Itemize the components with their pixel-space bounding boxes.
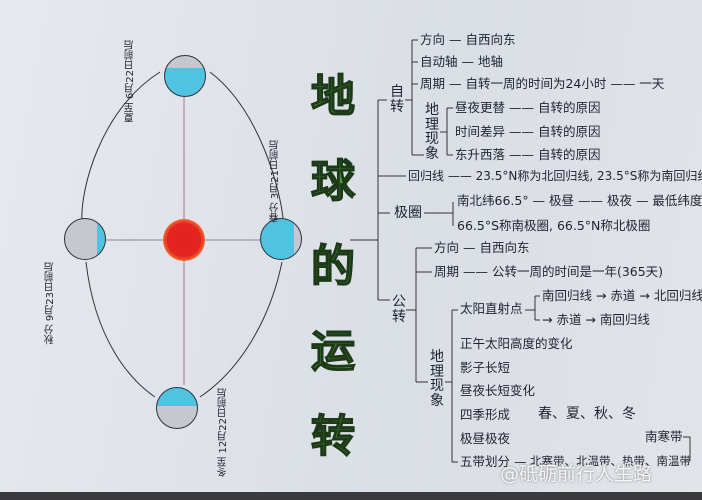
- revolution-phenomena-label: 地理现象: [430, 349, 444, 410]
- tropics-text: —— 23.5°N称为北回归线, 23.5°S称为南回归线.: [447, 169, 702, 183]
- winter-label: 冬至 12月22日前后: [218, 388, 230, 477]
- revolution-label: 公转: [392, 294, 406, 325]
- earth-winter-solstice: [156, 387, 198, 429]
- autumn-label: 秋分 9月23日前后: [45, 262, 57, 344]
- spring-date: 3月21日前后: [270, 140, 281, 200]
- seasons-text: 春、夏、秋、冬: [538, 406, 636, 422]
- revolution-phenomenon: 影子长短: [460, 360, 511, 375]
- spring-label: 春分 3月21日前后: [270, 140, 282, 222]
- revolution-phenomenon: 五带划分 —: [460, 454, 527, 469]
- revolution-phenomenon: 正午太阳高度的变化: [460, 336, 573, 351]
- rotation-item: 周期 — 自转一周的时间为24小时 —— 一天: [420, 76, 665, 91]
- revolution-phenomenon: 昼夜长短变化: [460, 383, 536, 398]
- revolution-phenomenon: 四季形成: [460, 407, 511, 422]
- summer-name: 夏至: [125, 102, 136, 123]
- orbit-path: [81, 71, 161, 223]
- zone-last: 南寒带: [645, 429, 683, 444]
- bottom-edge: [0, 492, 702, 500]
- earth-summer-solstice: [164, 55, 206, 97]
- rotation-item: 方向 — 自西向东: [420, 32, 516, 47]
- autumn-date: 9月23日前后: [45, 262, 56, 322]
- rotation-phenomenon: 时间差异 —— 自转的原因: [455, 124, 601, 139]
- rotation-label: 自转: [390, 84, 404, 115]
- summer-label: 夏至 6月22日前后: [125, 40, 137, 122]
- revolution-item: 周期 —— 公转一周的时间是一年(365天): [434, 264, 664, 279]
- revolution-item: 方向 — 自西向东: [434, 240, 530, 255]
- spring-name: 春分: [270, 202, 281, 223]
- autumn-name: 秋分: [45, 324, 56, 345]
- watermark: @砥砺前行人生路: [500, 463, 653, 485]
- page-title: 地球的运转: [310, 70, 356, 462]
- polar-item: 66.5°S称南极圈, 66.5°N称北极圈: [457, 218, 651, 233]
- revolution-phenomenon: 极昼极夜: [460, 431, 511, 446]
- rotation-phenomenon: 昼夜更替 —— 自转的原因: [455, 100, 601, 115]
- direct-point-label: 太阳直射点: [460, 301, 523, 316]
- summer-date: 6月22日前后: [125, 40, 136, 100]
- rotation-phenomenon: 东升西落 —— 自转的原因: [455, 147, 601, 162]
- earth-spring-equinox: [260, 218, 302, 260]
- tropics-label: 回归线: [408, 169, 445, 183]
- direct-path: → 赤道 → 南回归线: [542, 312, 650, 327]
- polar-label: 极圈: [394, 205, 422, 221]
- winter-date: 12月22日前后: [218, 388, 229, 454]
- rotation-item: 自动轴 — 地轴: [420, 54, 503, 69]
- zones-text: 北寒带、北温带、热带、南温带: [530, 454, 691, 468]
- direct-path: 南回归线 → 赤道 → 北回归线 →: [542, 288, 702, 303]
- earth-autumn-equinox: [64, 218, 106, 260]
- winter-name: 冬至: [218, 456, 229, 477]
- tropics-branch: 回归线 —— 23.5°N称为北回归线, 23.5°S称为南回归线.: [408, 170, 702, 182]
- sun-icon: [163, 219, 205, 261]
- polar-item: 南北纬66.5° — 极昼 —— 极夜 — 最低纬度: [457, 193, 702, 208]
- rotation-phenomena-label: 地理现象: [425, 102, 439, 163]
